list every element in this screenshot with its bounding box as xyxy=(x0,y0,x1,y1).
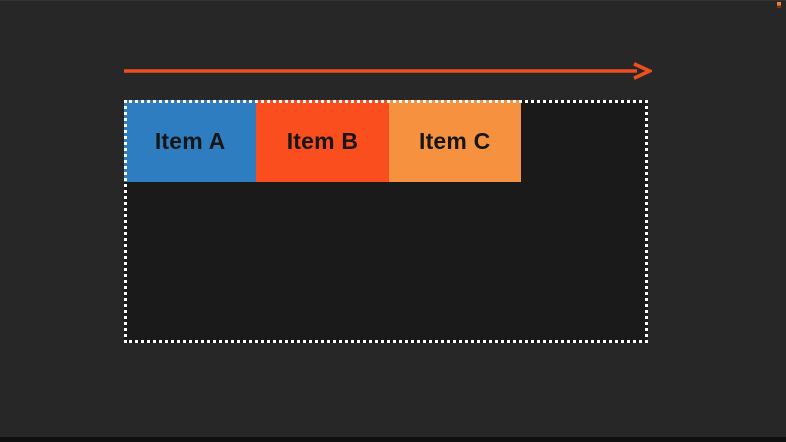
flex-item-c: Item C xyxy=(388,100,521,182)
flex-items-row: Item A Item B Item C xyxy=(124,100,521,182)
flex-item-a: Item A xyxy=(124,100,257,182)
flow-direction-arrow xyxy=(124,62,652,80)
corner-marker xyxy=(777,2,781,8)
window-top-edge xyxy=(0,0,786,1)
flex-item-b-label: Item B xyxy=(286,127,359,154)
bottom-letterbox-strip xyxy=(0,437,786,442)
flex-item-a-label: Item A xyxy=(154,127,226,154)
flex-item-c-label: Item C xyxy=(418,127,491,154)
flex-container: Item A Item B Item C xyxy=(124,100,648,343)
flex-item-b: Item B xyxy=(256,100,389,182)
